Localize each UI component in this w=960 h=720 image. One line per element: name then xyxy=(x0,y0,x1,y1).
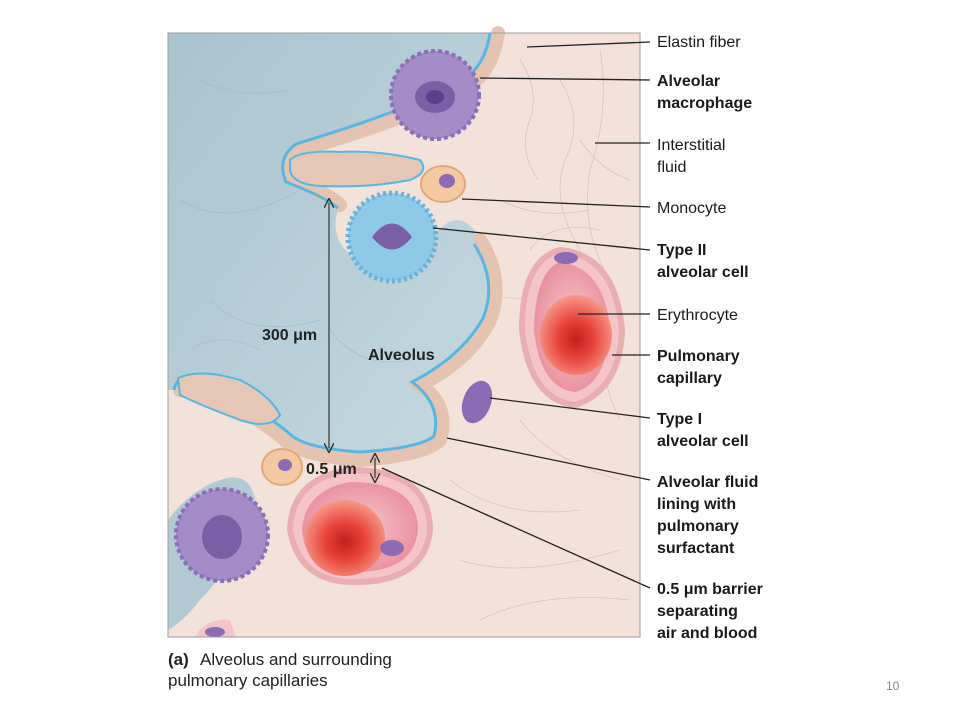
label-fluid-1: Alveolar fluid xyxy=(657,474,758,491)
leader-lines xyxy=(381,41,651,589)
label-alveolar-macrophage-1: Alveolar xyxy=(657,73,720,90)
label-monocyte: Monocyte xyxy=(657,200,726,217)
label-interstitial-2: fluid xyxy=(657,159,686,176)
label-barrier-3: air and blood xyxy=(657,625,757,642)
label-type2-2: alveolar cell xyxy=(657,264,749,281)
label-pulmonary-1: Pulmonary xyxy=(657,348,740,365)
label-alveolar-macrophage-2: macrophage xyxy=(657,95,752,112)
label-fluid-4: surfactant xyxy=(657,540,735,557)
label-type1-1: Type I xyxy=(657,411,702,428)
label-type2-1: Type II xyxy=(657,242,707,259)
figure-caption: (a) Alveolus and surrounding pulmonary c… xyxy=(168,650,392,690)
alveolar-macrophage xyxy=(389,49,481,141)
monocyte-lower xyxy=(261,448,303,486)
label-barrier-2: separating xyxy=(657,603,738,620)
upper-septum xyxy=(289,150,425,188)
lower-septum xyxy=(176,372,282,425)
label-elastin-fiber: Elastin fiber xyxy=(657,34,741,51)
caption-part: (a) xyxy=(168,650,189,669)
label-fluid-3: pulmonary xyxy=(657,518,739,535)
erythrocyte xyxy=(540,295,612,375)
illustration-panel xyxy=(167,26,641,638)
type-ii-alveolar-cell xyxy=(345,190,439,284)
label-erythrocyte: Erythrocyte xyxy=(657,307,738,324)
page-number: 10 xyxy=(886,679,900,693)
erythrocyte-lower xyxy=(305,500,385,576)
labels-right: Elastin fiber Alveolar macrophage Inters… xyxy=(657,34,763,642)
alveolus-diameter-label: 300 μm xyxy=(262,327,317,344)
label-interstitial-1: Interstitial xyxy=(657,137,725,154)
pulmonary-capillary-right xyxy=(518,246,626,409)
monocyte xyxy=(420,165,466,203)
alveolus-label: Alveolus xyxy=(368,347,435,364)
alveolar-macrophage-lower xyxy=(174,487,270,583)
type-i-alveolar-cell xyxy=(461,380,493,424)
barrier-thickness-label: 0.5 μm xyxy=(306,461,357,478)
caption-line1: Alveolus and surrounding xyxy=(200,650,392,669)
caption-line2: pulmonary capillaries xyxy=(168,671,328,690)
pulmonary-capillary-lower xyxy=(286,466,434,586)
label-type1-2: alveolar cell xyxy=(657,433,749,450)
label-fluid-2: lining with xyxy=(657,496,736,513)
label-barrier-1: 0.5 μm barrier xyxy=(657,581,763,598)
label-pulmonary-2: capillary xyxy=(657,370,722,387)
